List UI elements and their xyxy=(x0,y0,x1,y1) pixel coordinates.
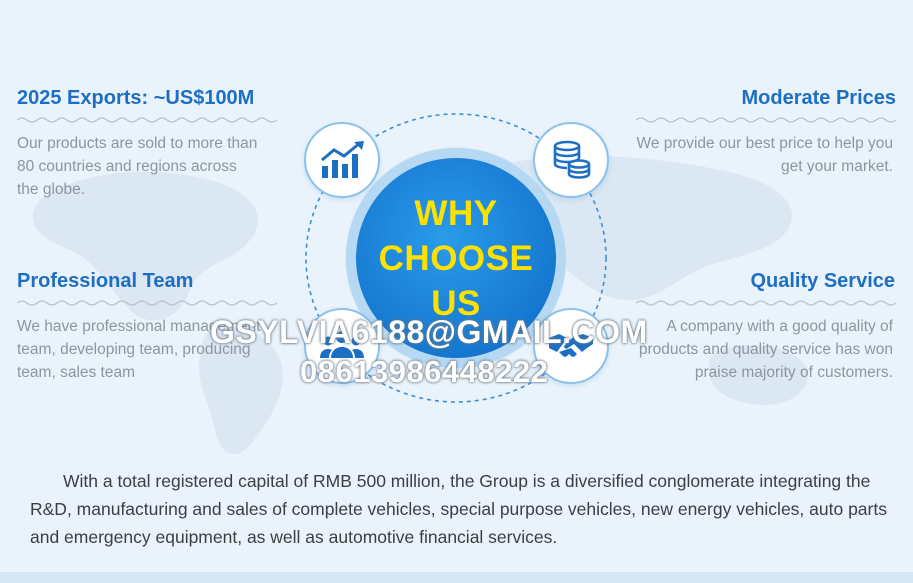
team-divider xyxy=(17,300,277,306)
center-line-2: CHOOSE xyxy=(378,238,534,278)
team-icon xyxy=(320,331,364,358)
coin-stack-bubble xyxy=(533,122,609,198)
exports-text: Our products are sold to more than 80 co… xyxy=(17,135,258,198)
coin-stack-icon xyxy=(553,140,591,179)
team-title: Professional Team xyxy=(17,270,194,292)
growth-chart-icon xyxy=(321,141,364,178)
handshake-bubble xyxy=(533,308,609,384)
service-title: Quality Service xyxy=(750,270,895,292)
team-bubble xyxy=(304,308,380,384)
center-line-3: US xyxy=(431,283,481,323)
prices-text: We provide our best price to help you ge… xyxy=(636,135,893,175)
why-choose-us-badge: WHY CHOOSE US xyxy=(356,158,556,358)
exports-title: 2025 Exports: ~US$100M xyxy=(17,87,255,109)
service-divider xyxy=(636,300,896,306)
service-text: A company with a good quality of product… xyxy=(638,318,893,381)
footer-strip xyxy=(0,572,913,583)
exports-divider xyxy=(17,117,277,123)
handshake-icon xyxy=(549,334,593,357)
watermark-phone: 08613986448222 xyxy=(300,354,549,389)
center-dashed-ring xyxy=(305,113,607,403)
prices-divider xyxy=(636,117,896,123)
watermark-email: GSYLVIA6188@GMAIL.COM xyxy=(210,314,648,350)
prices-title: Moderate Prices xyxy=(741,87,896,109)
center-line-1: WHY xyxy=(414,193,498,233)
growth-chart-bubble xyxy=(304,122,380,198)
team-text: We have professional management team, de… xyxy=(17,318,261,381)
company-description: With a total registered capital of RMB 5… xyxy=(30,471,887,547)
